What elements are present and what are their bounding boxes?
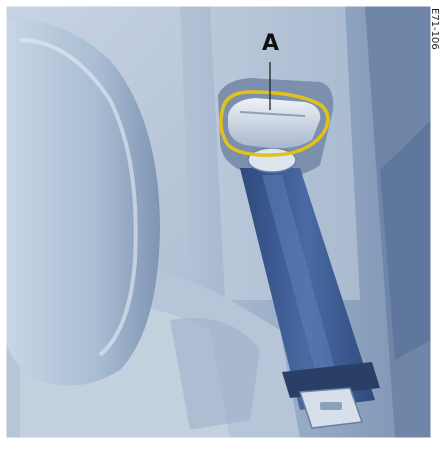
belt-height-adjuster <box>228 98 320 148</box>
figure-code: E71-106 <box>429 8 440 50</box>
belt-guide <box>248 148 296 172</box>
callout-letter-a: A <box>262 33 279 55</box>
latch-slot <box>320 402 342 410</box>
